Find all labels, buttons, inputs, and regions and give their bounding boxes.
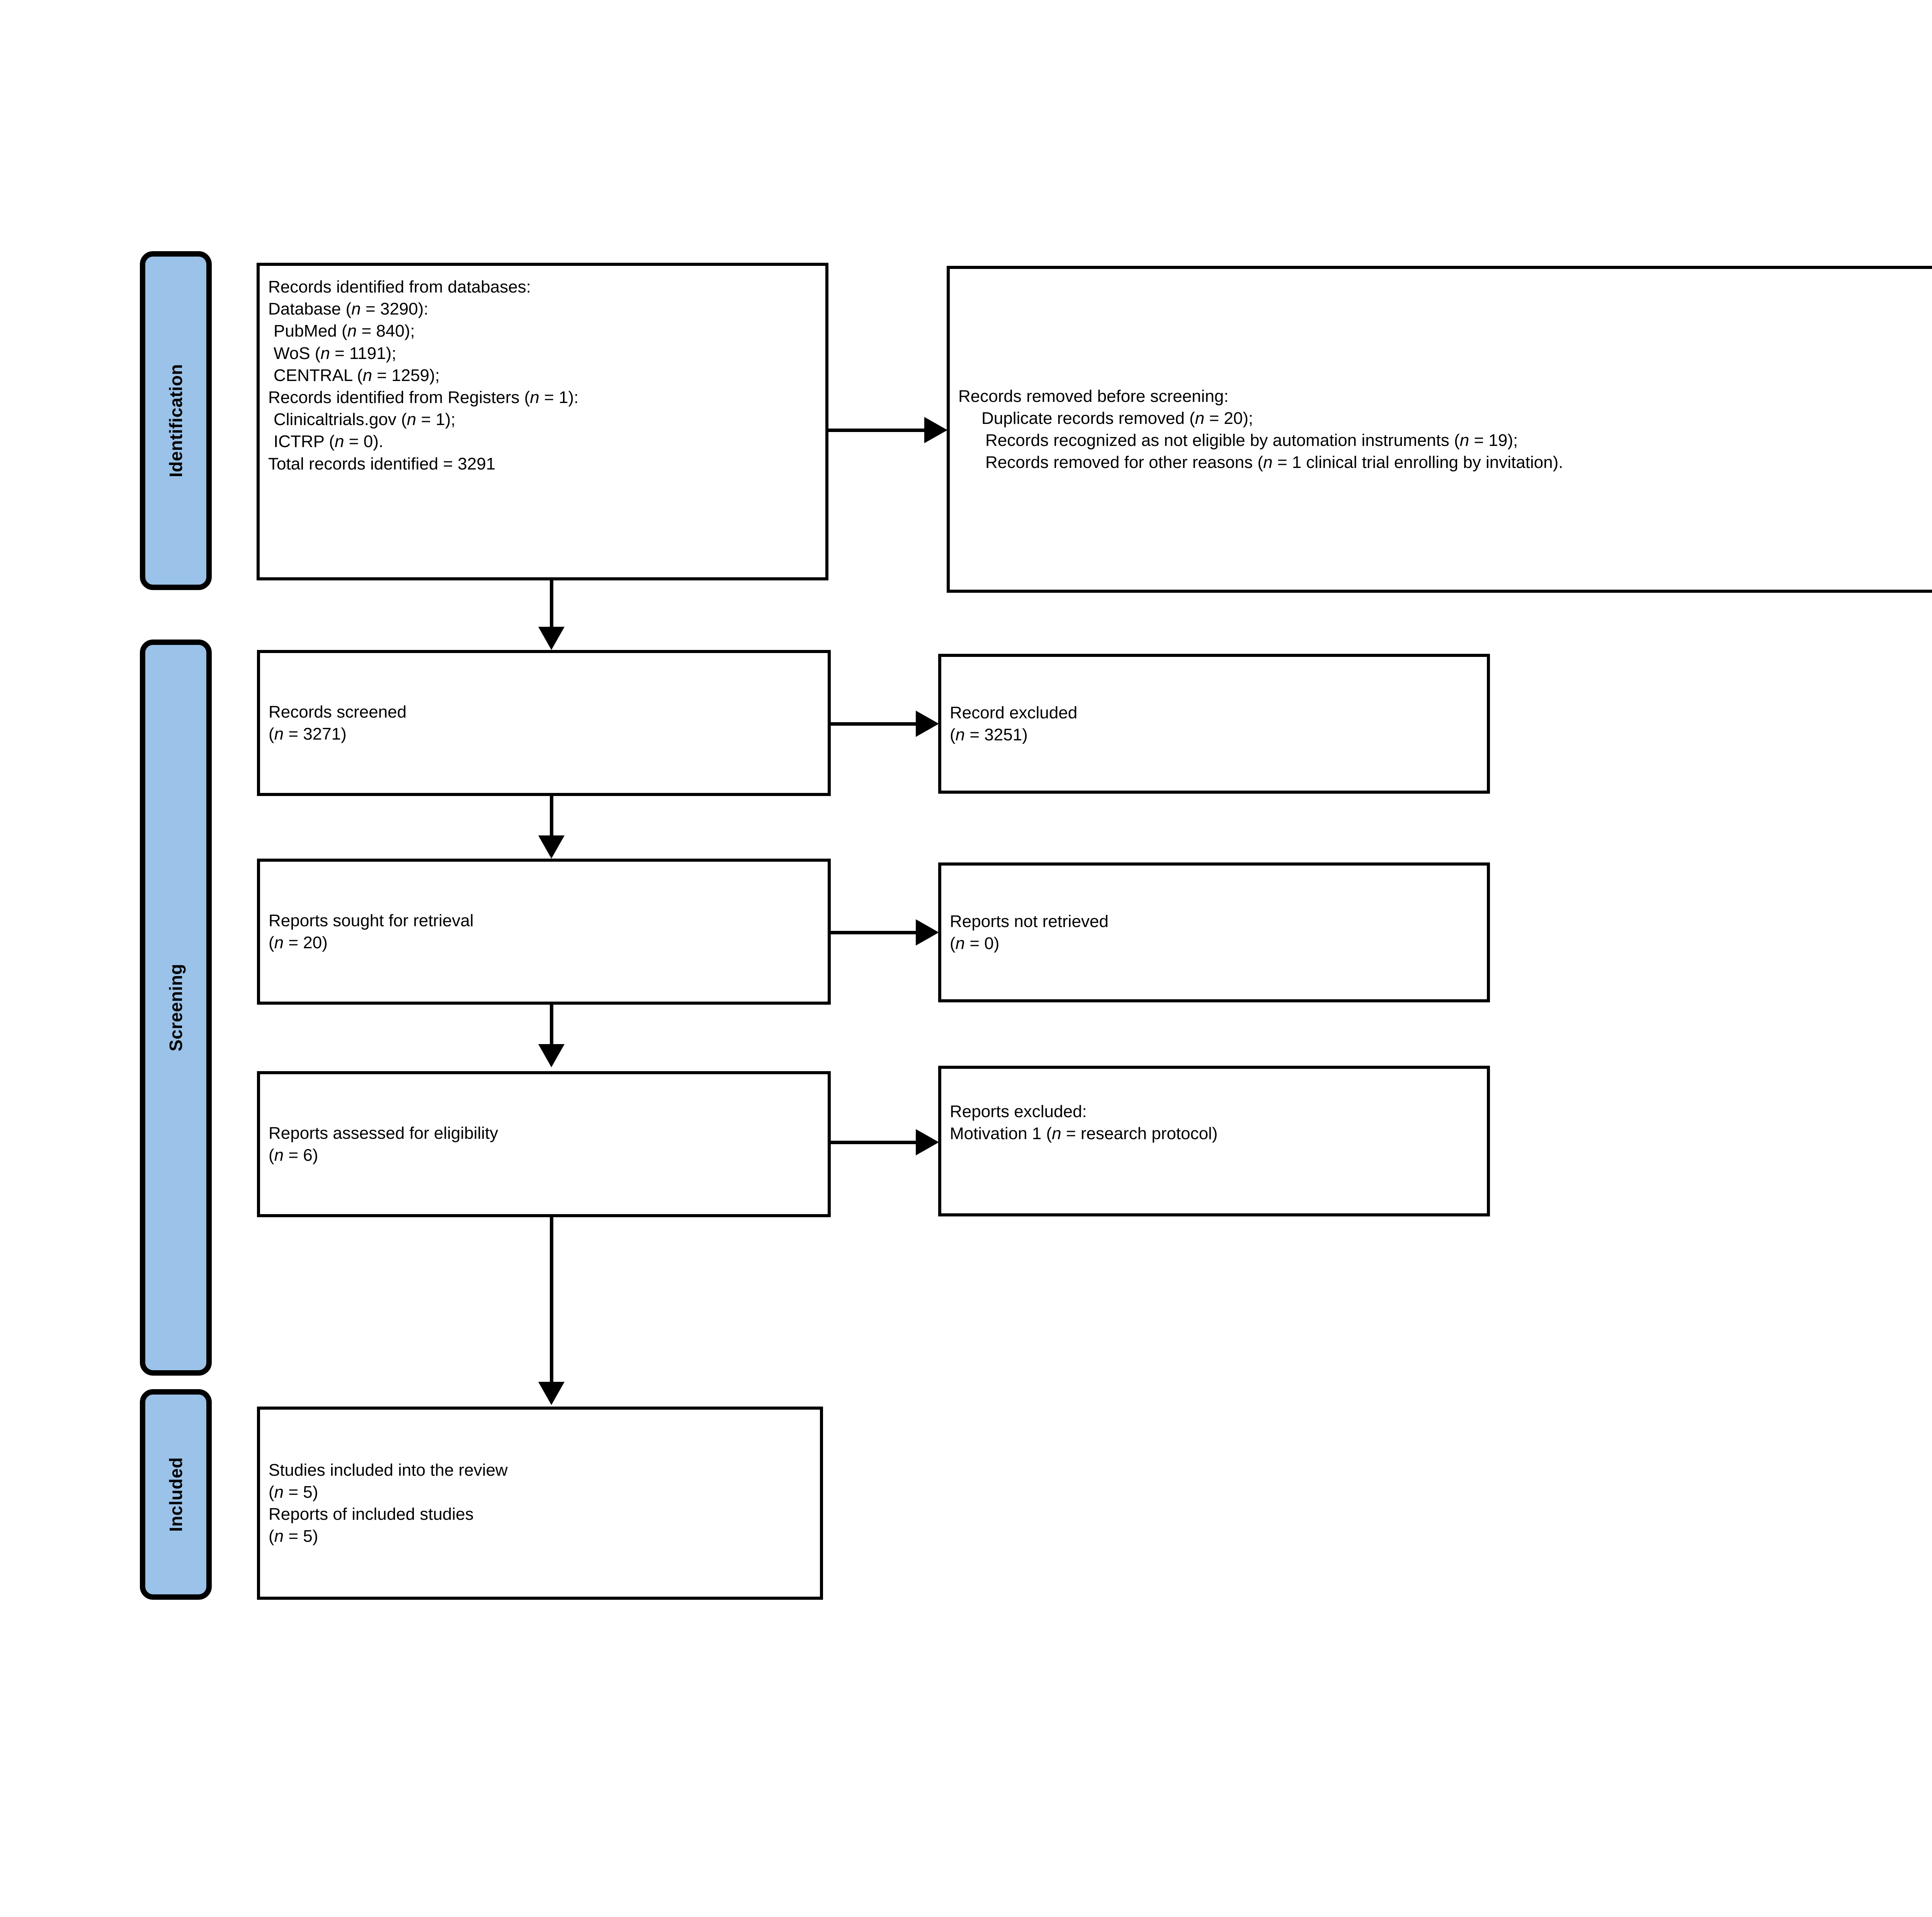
phase-bar-screening: Screening: [140, 640, 212, 1376]
arrowhead-sought-to-not-retrieved: [916, 919, 939, 946]
phase-bar-included: Included: [140, 1389, 212, 1600]
box-line: (n = 5): [269, 1527, 318, 1546]
arrowhead-assessed-to-included: [538, 1382, 565, 1405]
box-line: CENTRAL (n = 1259);: [274, 366, 440, 385]
box-line: Reports excluded:: [950, 1102, 1087, 1121]
box-records-identified: Records identified from databases: Datab…: [257, 263, 828, 580]
box-line: Reports assessed for eligibility: [269, 1123, 498, 1143]
box-line: (n = 5): [269, 1482, 318, 1502]
phase-label-included: Included: [166, 1457, 186, 1532]
arrowhead-sought-to-assessed: [538, 1044, 565, 1067]
connector-sought-to-not-retrieved: [831, 931, 917, 934]
box-line: Records removed for other reasons (n = 1…: [985, 453, 1563, 472]
connector-identified-to-removed: [828, 429, 925, 432]
connector-screened-to-sought: [550, 796, 553, 837]
arrowhead-assessed-to-reports-excluded: [916, 1129, 939, 1155]
box-line: Reports not retrieved: [950, 912, 1109, 931]
connector-assessed-to-included: [550, 1217, 553, 1383]
box-line: Total records identified = 3291: [268, 454, 496, 473]
box-line: PubMed (n = 840);: [274, 321, 415, 341]
arrowhead-screened-to-excluded: [916, 711, 939, 737]
box-studies-included: Studies included into the review (n = 5)…: [257, 1407, 823, 1600]
box-line: Reports of included studies: [269, 1505, 474, 1524]
connector-identified-to-screened: [550, 580, 553, 629]
phase-label-identification: Identification: [166, 364, 186, 478]
phase-label-screening: Screening: [166, 964, 186, 1051]
box-line: (n = 3251): [950, 725, 1028, 744]
box-line: Record excluded: [950, 703, 1078, 722]
connector-screened-to-excluded: [831, 722, 917, 726]
box-line: Records identified from databases:: [268, 277, 531, 296]
box-records-removed-before-screening: Records removed before screening: Duplic…: [947, 266, 1932, 593]
box-line: (n = 6): [269, 1146, 318, 1165]
box-line: Motivation 1 (n = research protocol): [950, 1124, 1218, 1143]
box-line: Records screened: [269, 702, 407, 721]
box-line: Duplicate records removed (n = 20);: [981, 408, 1253, 428]
box-reports-excluded: Reports excluded: Motivation 1 (n = rese…: [938, 1066, 1490, 1216]
arrowhead-identified-to-screened: [538, 627, 565, 650]
box-line: ICTRP (n = 0).: [274, 432, 384, 451]
box-line: Records recognized as not eligible by au…: [985, 431, 1518, 450]
box-records-screened: Records screened (n = 3271): [257, 650, 831, 796]
box-reports-not-retrieved: Reports not retrieved (n = 0): [938, 862, 1490, 1002]
arrowhead-screened-to-sought: [538, 835, 565, 859]
box-line: (n = 3271): [269, 725, 347, 743]
box-line: WoS (n = 1191);: [274, 344, 396, 363]
box-line: (n = 0): [950, 934, 1000, 953]
box-line: (n = 20): [269, 933, 328, 952]
arrowhead-identified-to-removed: [924, 417, 947, 443]
connector-sought-to-assessed: [550, 1005, 553, 1045]
phase-bar-identification: Identification: [140, 251, 212, 590]
box-line: Database (n = 3290):: [268, 299, 429, 319]
box-line: Records identified from Registers (n = 1…: [268, 388, 579, 407]
box-record-excluded: Record excluded (n = 3251): [938, 654, 1490, 794]
box-line: Records removed before screening:: [958, 386, 1229, 406]
box-reports-sought-for-retrieval: Reports sought for retrieval (n = 20): [257, 859, 831, 1005]
box-line: Clinicaltrials.gov (n = 1);: [274, 410, 456, 429]
box-line: Studies included into the review: [269, 1460, 508, 1480]
box-line: Reports sought for retrieval: [269, 911, 474, 930]
connector-assessed-to-reports-excluded: [831, 1141, 917, 1144]
box-reports-assessed-for-eligibility: Reports assessed for eligibility (n = 6): [257, 1071, 831, 1217]
